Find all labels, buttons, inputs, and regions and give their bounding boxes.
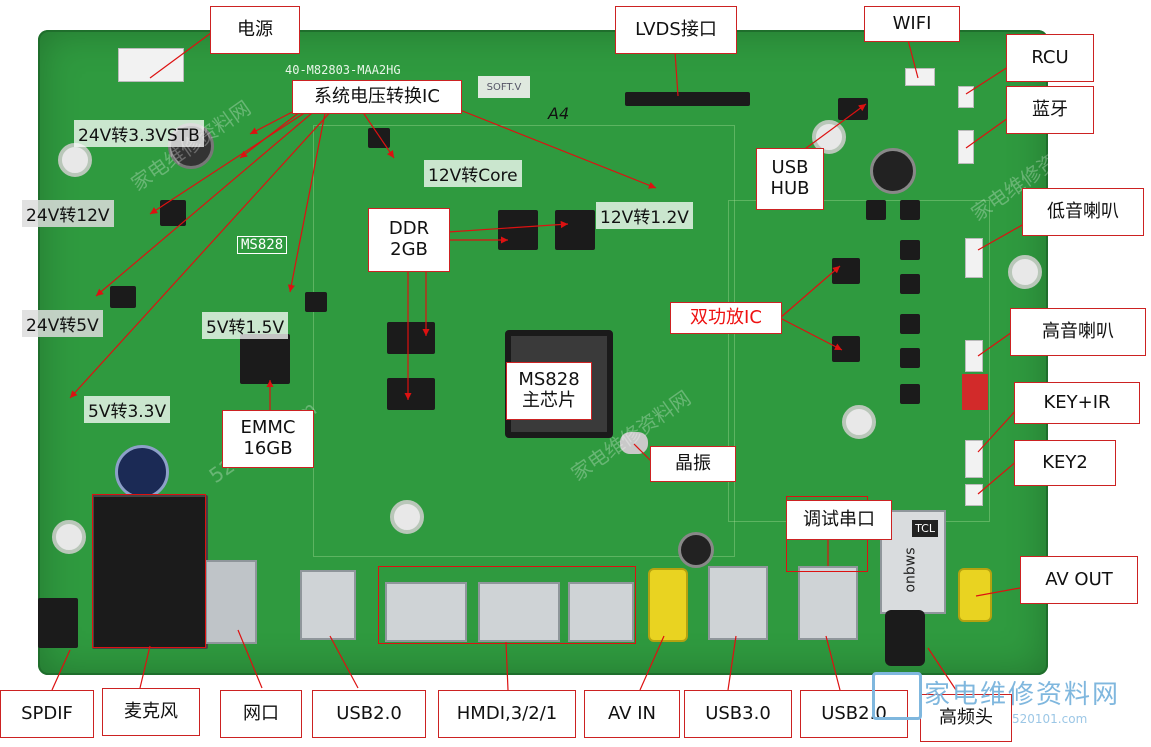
ddr-chip [387,322,435,354]
ddr-chip [555,210,595,250]
ethernet-port [205,560,257,644]
label-12v-to-12v: 12V转1.2V [596,202,693,229]
usb-hub-chip [838,98,868,120]
label-5v-to-15v: 5V转1.5V [202,312,289,339]
mic-highlight [92,494,206,648]
pcb-outline [313,125,735,557]
label-24v-to-33vstb: 24V转3.3VSTB [74,120,204,147]
label-mic: 麦克风 [102,688,200,736]
watermark-logo-icon [872,672,922,720]
label-usb20-left: USB2.0 [312,690,426,738]
hdmi-port-2 [478,582,560,642]
label-debug-serial: 调试串口 [786,500,892,540]
tcl-logo: TCL [912,520,938,537]
label-key-ir: KEY+IR [1014,382,1140,424]
capacitor [678,532,714,568]
watermark-logo-text: 家电维修资料网 [924,680,1121,710]
label-main-soc: MS828 主芯片 [506,362,592,420]
label-emmc-line1: EMMC [240,417,296,439]
label-usb30: USB3.0 [684,690,792,738]
usb2-port-right [798,566,858,640]
label-bass-speaker: 低音喇叭 [1022,188,1144,236]
label-bluetooth: 蓝牙 [1006,86,1094,134]
label-usb-hub: USB HUB [756,148,824,210]
label-hdmi: HMDI,3/2/1 [438,690,576,738]
av-in-jack [648,568,688,642]
label-emmc: EMMC 16GB [222,410,314,468]
label-24v-to-12v: 24V转12V [22,200,114,227]
mount-hole [52,520,86,554]
key2-connector [965,484,983,506]
label-usb20-right: USB2.0 [800,690,908,738]
inductor [900,240,920,260]
label-ddr-line1: DDR [388,218,430,240]
power-connector [118,48,184,82]
label-wifi: WIFI [864,6,960,42]
label-24v-to-5v: 24V转5V [22,310,103,337]
red-connector [962,374,988,410]
label-av-out: AV OUT [1020,556,1138,604]
capacitor [870,148,916,194]
label-5v-to-33v: 5V转3.3V [84,396,171,423]
label-main-soc-line2: 主芯片 [522,390,576,411]
label-ethernet: 网口 [220,690,302,738]
bass-speaker-connector [965,238,983,278]
crystal-oscillator [620,432,648,454]
usb3-port [708,566,768,640]
treble-speaker-connector [965,340,983,372]
tuner-connector [885,610,925,666]
label-crystal: 晶振 [650,446,736,482]
label-amp-ic: 双功放IC [670,302,782,334]
inductor [900,348,920,368]
hdmi-port-3 [385,582,467,642]
inductor [866,200,886,220]
handwritten-mark: A4 [548,104,570,123]
label-main-soc-line1: MS828 [518,369,580,391]
lvds-connector [625,92,750,106]
mount-hole [842,405,876,439]
label-ddr: DDR 2GB [368,208,450,272]
label-usb-hub-line2: HUB [770,178,810,199]
label-tuner: 高频头 [920,694,1012,742]
av-out-jack [958,568,992,622]
label-power: 电源 [210,6,300,54]
label-12v-to-core: 12V转Core [424,160,522,187]
label-av-in: AV IN [584,690,680,738]
hdmi-port-1 [568,582,634,642]
version-sticker: SOFT.V [478,76,530,98]
label-ddr-line2: 2GB [390,239,428,260]
watermark-logo-url: 520101.com [1012,712,1088,726]
key-ir-connector [965,440,983,478]
label-key2: KEY2 [1014,440,1116,486]
label-treble-speaker: 高音喇叭 [1010,308,1146,356]
emmc-chip [240,334,290,384]
inductor [900,384,920,404]
regulator-chip [305,292,327,312]
label-rcu: RCU [1006,34,1094,82]
label-emmc-line2: 16GB [243,438,293,459]
mount-hole [1008,255,1042,289]
spdif-port [38,598,78,648]
ms828-silk: MS828 [237,236,288,254]
bluetooth-connector [958,130,974,164]
label-spdif: SPDIF [0,690,94,738]
regulator-chip [110,286,136,308]
inductor [900,274,920,294]
label-usb-hub-line1: USB [771,157,809,179]
board-model-silk: 40-M82803-MAA2HG [285,63,401,77]
label-system-ic: 系统电压转换IC [292,80,462,114]
wifi-connector [905,68,935,86]
inductor [900,200,920,220]
label-lvds: LVDS接口 [615,6,737,54]
inductor [900,314,920,334]
hdmi-highlight [378,566,636,644]
usb2-port-left [300,570,356,640]
mount-hole [390,500,424,534]
